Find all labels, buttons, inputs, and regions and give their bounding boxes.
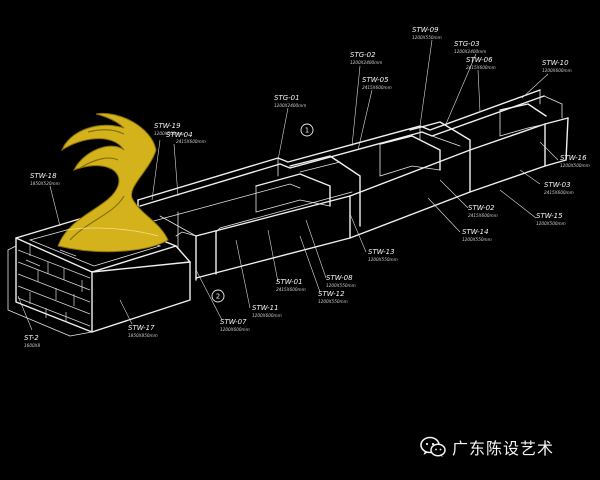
dim-stw-13: 1200X550mm — [368, 257, 398, 262]
dim-stw-18: 1850X520mm — [30, 181, 60, 186]
dim-stw-12: 1200X550mm — [318, 299, 348, 304]
leader-lines — [17, 39, 559, 331]
label-stw-01: STW-01 — [276, 278, 303, 286]
label-stw-13: STW-13 — [368, 248, 395, 256]
label-stw-18: STW-18 — [30, 172, 57, 180]
dim-stw-09: 1200X550mm — [412, 35, 442, 40]
label-stg-02: STG-02 — [350, 51, 376, 59]
dim-stg-03: 1200X2400mm — [454, 49, 486, 54]
dim-stg-01: 1200X2400mm — [274, 103, 306, 108]
label-st-2: ST-2 — [24, 334, 39, 342]
label-stw-06: STW-06 — [466, 56, 493, 64]
label-stw-17: STW-17 — [128, 324, 155, 332]
label-stw-12: STW-12 — [318, 290, 345, 298]
dim-stw-17: 1850X850mm — [128, 333, 158, 338]
label-stw-15: STW-15 — [536, 212, 563, 220]
dim-stw-11: 1200X600mm — [252, 313, 282, 318]
label-stw-14: STW-14 — [462, 228, 489, 236]
marker-1: 1 — [300, 123, 314, 137]
dim-stw-06: 2415X600mm — [466, 65, 496, 70]
dim-stw-05: 2415X600mm — [362, 85, 392, 90]
label-stg-01: STG-01 — [274, 94, 300, 102]
dim-stg-02: 1200X2400mm — [350, 60, 382, 65]
dim-stw-10: 1200X600mm — [542, 68, 572, 73]
dim-stw-14: 1200X550mm — [462, 237, 492, 242]
dim-st-2: 1600X8 — [24, 343, 41, 348]
module-dividers — [149, 103, 547, 249]
label-stw-16: STW-16 — [560, 154, 587, 162]
dim-stw-01: 2415X600mm — [276, 287, 306, 292]
label-stw-10: STW-10 — [542, 59, 569, 67]
watermark: 广东陈设艺术 — [420, 434, 554, 460]
label-stw-04: STW-04 — [166, 131, 193, 139]
label-stw-08: STW-08 — [326, 274, 353, 282]
dim-stw-04: 2415X600mm — [176, 139, 206, 144]
wechat-icon — [420, 436, 446, 457]
dim-stw-16: 1200X500mm — [560, 163, 590, 168]
marker-1-text: 1 — [305, 127, 309, 135]
label-stw-11: STW-11 — [252, 304, 279, 312]
gold-sculpture — [57, 112, 169, 253]
component-labels: STW-09 1200X550mm STG-03 1200X2400mm STW… — [24, 26, 590, 348]
label-stw-09: STW-09 — [412, 26, 439, 34]
dim-stw-08: 1200X550mm — [326, 283, 356, 288]
label-stg-03: STG-03 — [454, 40, 480, 48]
dim-stw-07: 1200X600mm — [220, 327, 250, 332]
dim-stw-19: 1200X500mm — [154, 131, 184, 136]
label-stw-02: STW-02 — [468, 204, 495, 212]
watermark-text: 广东陈设艺术 — [452, 439, 555, 458]
dim-stw-03: 2415X600mm — [544, 190, 574, 195]
label-stw-07: STW-07 — [220, 318, 247, 326]
label-stw-05: STW-05 — [362, 76, 389, 84]
dim-stw-15: 1200X500mm — [536, 221, 566, 226]
marker-2: 2 — [211, 289, 225, 303]
label-stw-19: STW-19 — [154, 122, 181, 130]
label-stw-03: STW-03 — [544, 181, 571, 189]
dim-stw-02: 2415X600mm — [468, 213, 498, 218]
marker-2-text: 2 — [216, 293, 220, 301]
